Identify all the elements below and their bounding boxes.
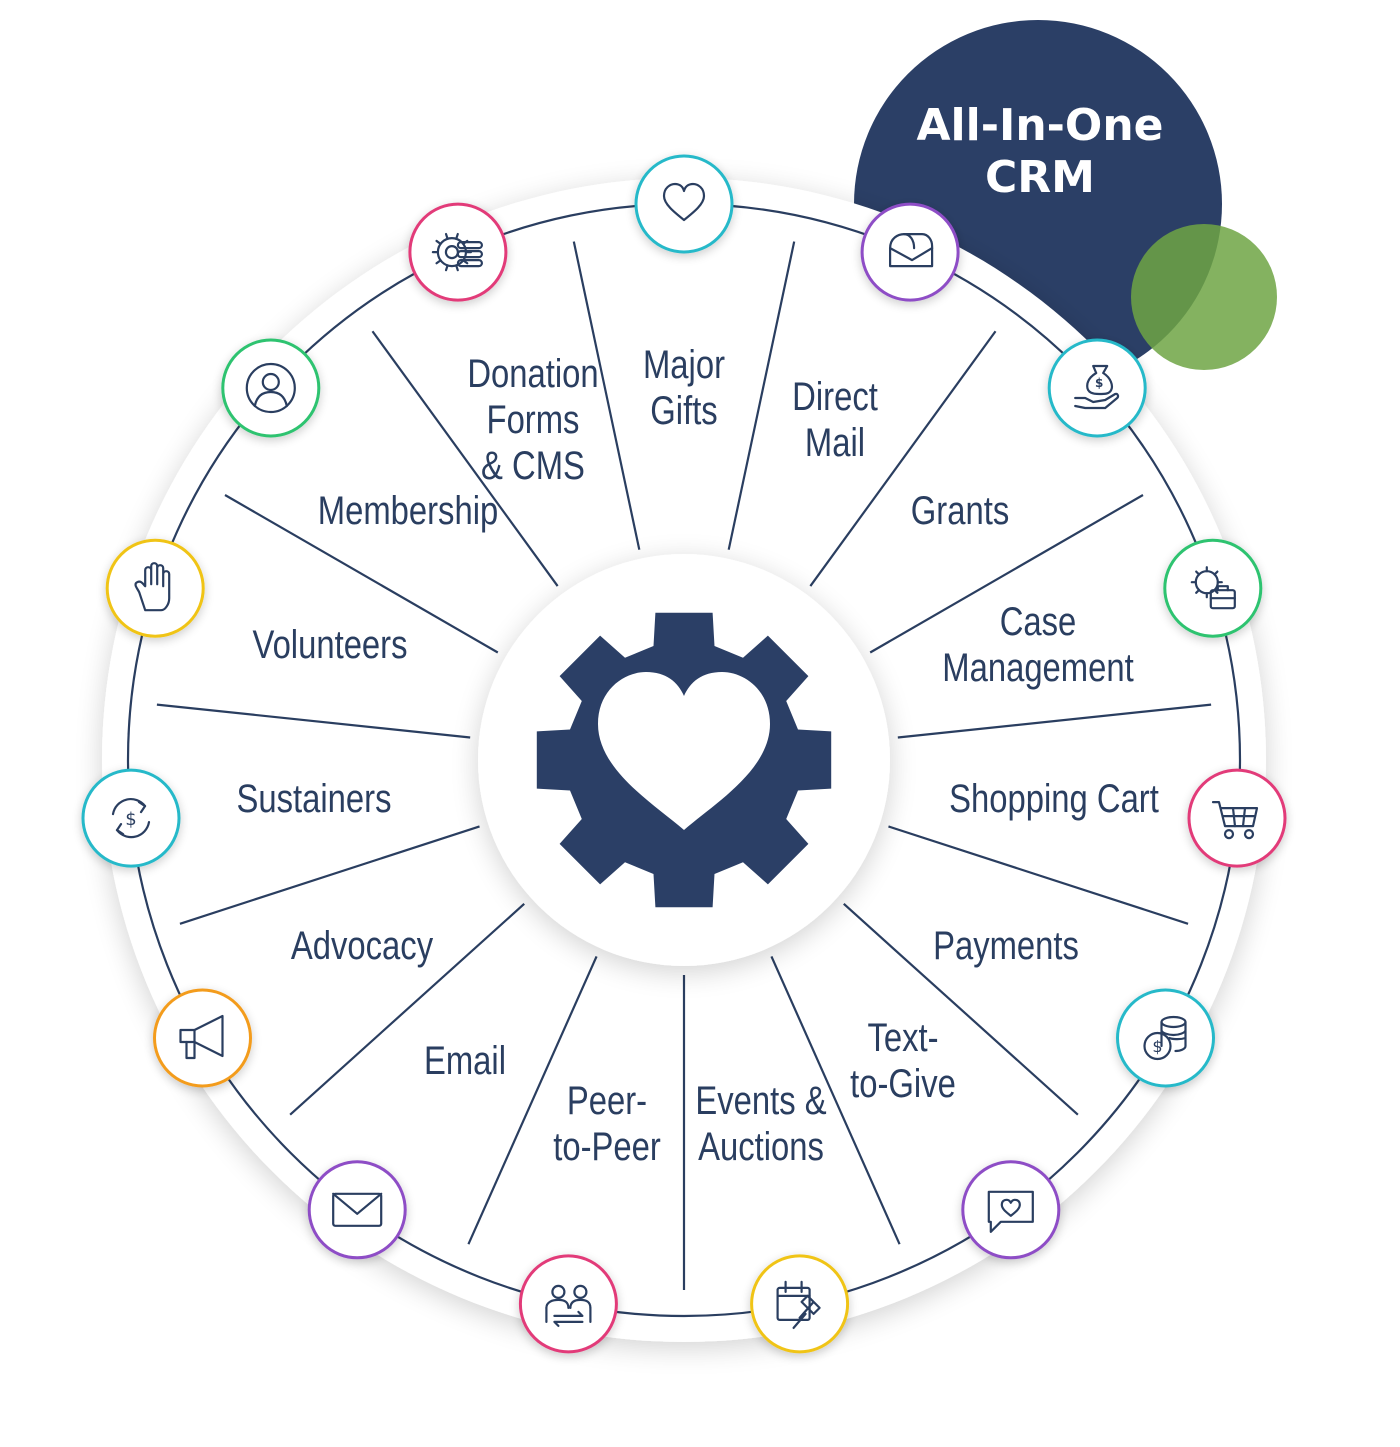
icon-ring [1187, 768, 1287, 868]
icon-ring [1163, 538, 1263, 638]
badge-green-circle [1131, 224, 1277, 370]
wheel-spoke [897, 703, 1212, 739]
all-in-one-badge: All-In-One CRM [858, 42, 1222, 372]
shopping-cart-icon [1211, 800, 1259, 840]
segment-icon-badge [105, 538, 205, 638]
icon-ring [307, 1160, 407, 1260]
segment-icon-badge: $ [81, 768, 181, 868]
segment-icon-badge [750, 1254, 850, 1354]
icon-ring [961, 1160, 1061, 1260]
segment-icon-badge [1187, 768, 1287, 868]
segment-icon-badge [153, 988, 252, 1088]
icon-ring [153, 988, 252, 1088]
svg-text:$: $ [125, 809, 136, 830]
raised-hand-icon [134, 562, 171, 612]
gear-briefcase-icon [1190, 566, 1236, 610]
svg-text:$: $ [1152, 1037, 1162, 1056]
gear-form-icon [431, 232, 483, 272]
segment-icon-badge [634, 154, 734, 254]
wheel-spoke [179, 825, 480, 925]
money-bag-hand-icon: $ [1074, 364, 1120, 410]
segment-icon-badge [518, 1254, 618, 1354]
badge-title: All-In-One CRM [916, 100, 1164, 203]
icon-ring [860, 202, 960, 302]
hub-heart-icon [598, 672, 770, 830]
wheel-spoke [156, 703, 471, 739]
segment-icon-badge [1163, 538, 1263, 638]
coins-icon: $ [1143, 1015, 1187, 1061]
envelope-icon [332, 1192, 383, 1227]
calendar-gavel-icon [776, 1280, 821, 1330]
megaphone-icon [179, 1014, 224, 1060]
wheel-spoke [371, 330, 559, 587]
wheel-spoke [572, 241, 641, 550]
segment-icon-badge: $ [1047, 338, 1147, 438]
chat-heart-icon [987, 1190, 1034, 1233]
mailbox-icon [888, 233, 934, 268]
svg-text:$: $ [1095, 376, 1103, 390]
person-circle-icon [245, 362, 296, 414]
people-exchange-icon [545, 1284, 592, 1328]
wheel-spoke [869, 494, 1144, 654]
segment-icon-badge [221, 338, 321, 438]
segment-icon-badge [860, 202, 960, 302]
icon-ring [1047, 338, 1147, 438]
heart-icon [662, 182, 706, 222]
segment-icon-badge: $ [1116, 988, 1215, 1088]
wheel-spoke [467, 955, 598, 1245]
wheel-spoke [727, 241, 796, 550]
icon-ring [81, 768, 181, 868]
icon-ring [221, 338, 321, 438]
icon-ring [105, 538, 205, 638]
wheel-spoke [843, 903, 1079, 1116]
wheel-spoke [770, 955, 901, 1245]
icon-ring [634, 154, 734, 254]
wheel-spoke [289, 903, 525, 1116]
wheel-spoke [888, 825, 1189, 925]
icon-ring [1116, 988, 1215, 1088]
segment-icon-badge [961, 1160, 1061, 1260]
recurring-dollar-icon: $ [111, 798, 151, 839]
wheel-spoke [224, 494, 499, 654]
icon-ring [750, 1254, 850, 1354]
segment-icon-badge [307, 1160, 407, 1260]
segment-icon-badge [408, 202, 508, 302]
wheel-spoke [809, 330, 997, 587]
